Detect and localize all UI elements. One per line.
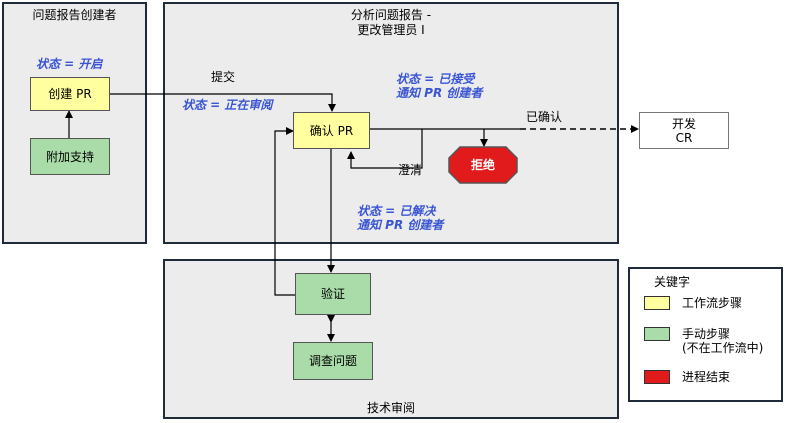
creator-panel-title: 问题报告创建者: [32, 8, 117, 22]
verify-box: 验证: [295, 273, 371, 315]
legend-workflow-swatch: [644, 296, 670, 310]
legend: 关键字 工作流步骤 手动步骤 (不在工作流中) 进程结束: [628, 267, 783, 402]
confirmed-label: 已确认: [526, 110, 563, 124]
status-in-review: 状态 = 正在审阅: [182, 98, 273, 112]
legend-manual: 手动步骤 (不在工作流中): [644, 327, 763, 355]
creator-panel: [2, 2, 147, 244]
legend-manual-swatch: [644, 327, 670, 341]
status-accepted: 状态 = 已接受 通知 PR 创建者: [396, 72, 483, 100]
legend-workflow-text: 工作流步骤: [682, 296, 743, 310]
legend-end: 进程结束: [644, 370, 730, 384]
create-pr-box: 创建 PR: [30, 77, 110, 111]
submit-arrow: [109, 93, 336, 112]
attach-support-box: 附加支持: [30, 138, 110, 175]
reject-octagon: [448, 146, 518, 184]
legend-end-swatch: [644, 370, 670, 384]
review-panel-title: 技术审阅: [366, 401, 415, 415]
reject-label: 拒绝: [470, 158, 495, 172]
legend-manual-text: 手动步骤 (不在工作流中): [682, 327, 764, 355]
confirm-pr-box: 确认 PR: [293, 112, 370, 149]
reverify-arrow: [274, 127, 296, 296]
analyze-panel-title: 分析问题报告 - 更改管理员 I: [350, 8, 432, 37]
legend-title: 关键字: [654, 275, 691, 289]
review-panel: [163, 259, 619, 419]
clarify-label: 澄清: [398, 163, 423, 177]
status-open: 状态 = 开启: [36, 57, 103, 71]
develop-cr-box: 开发 CR: [639, 112, 729, 149]
investigate-box: 调查问题: [293, 342, 373, 380]
legend-workflow: 工作流步骤: [644, 296, 742, 310]
submit-label: 提交: [211, 70, 236, 84]
legend-end-text: 进程结束: [682, 370, 731, 384]
analyze-panel: [163, 2, 619, 244]
status-resolved: 状态 = 已解决 通知 PR 创建者: [357, 204, 444, 232]
clarify-arrow: [347, 129, 423, 169]
